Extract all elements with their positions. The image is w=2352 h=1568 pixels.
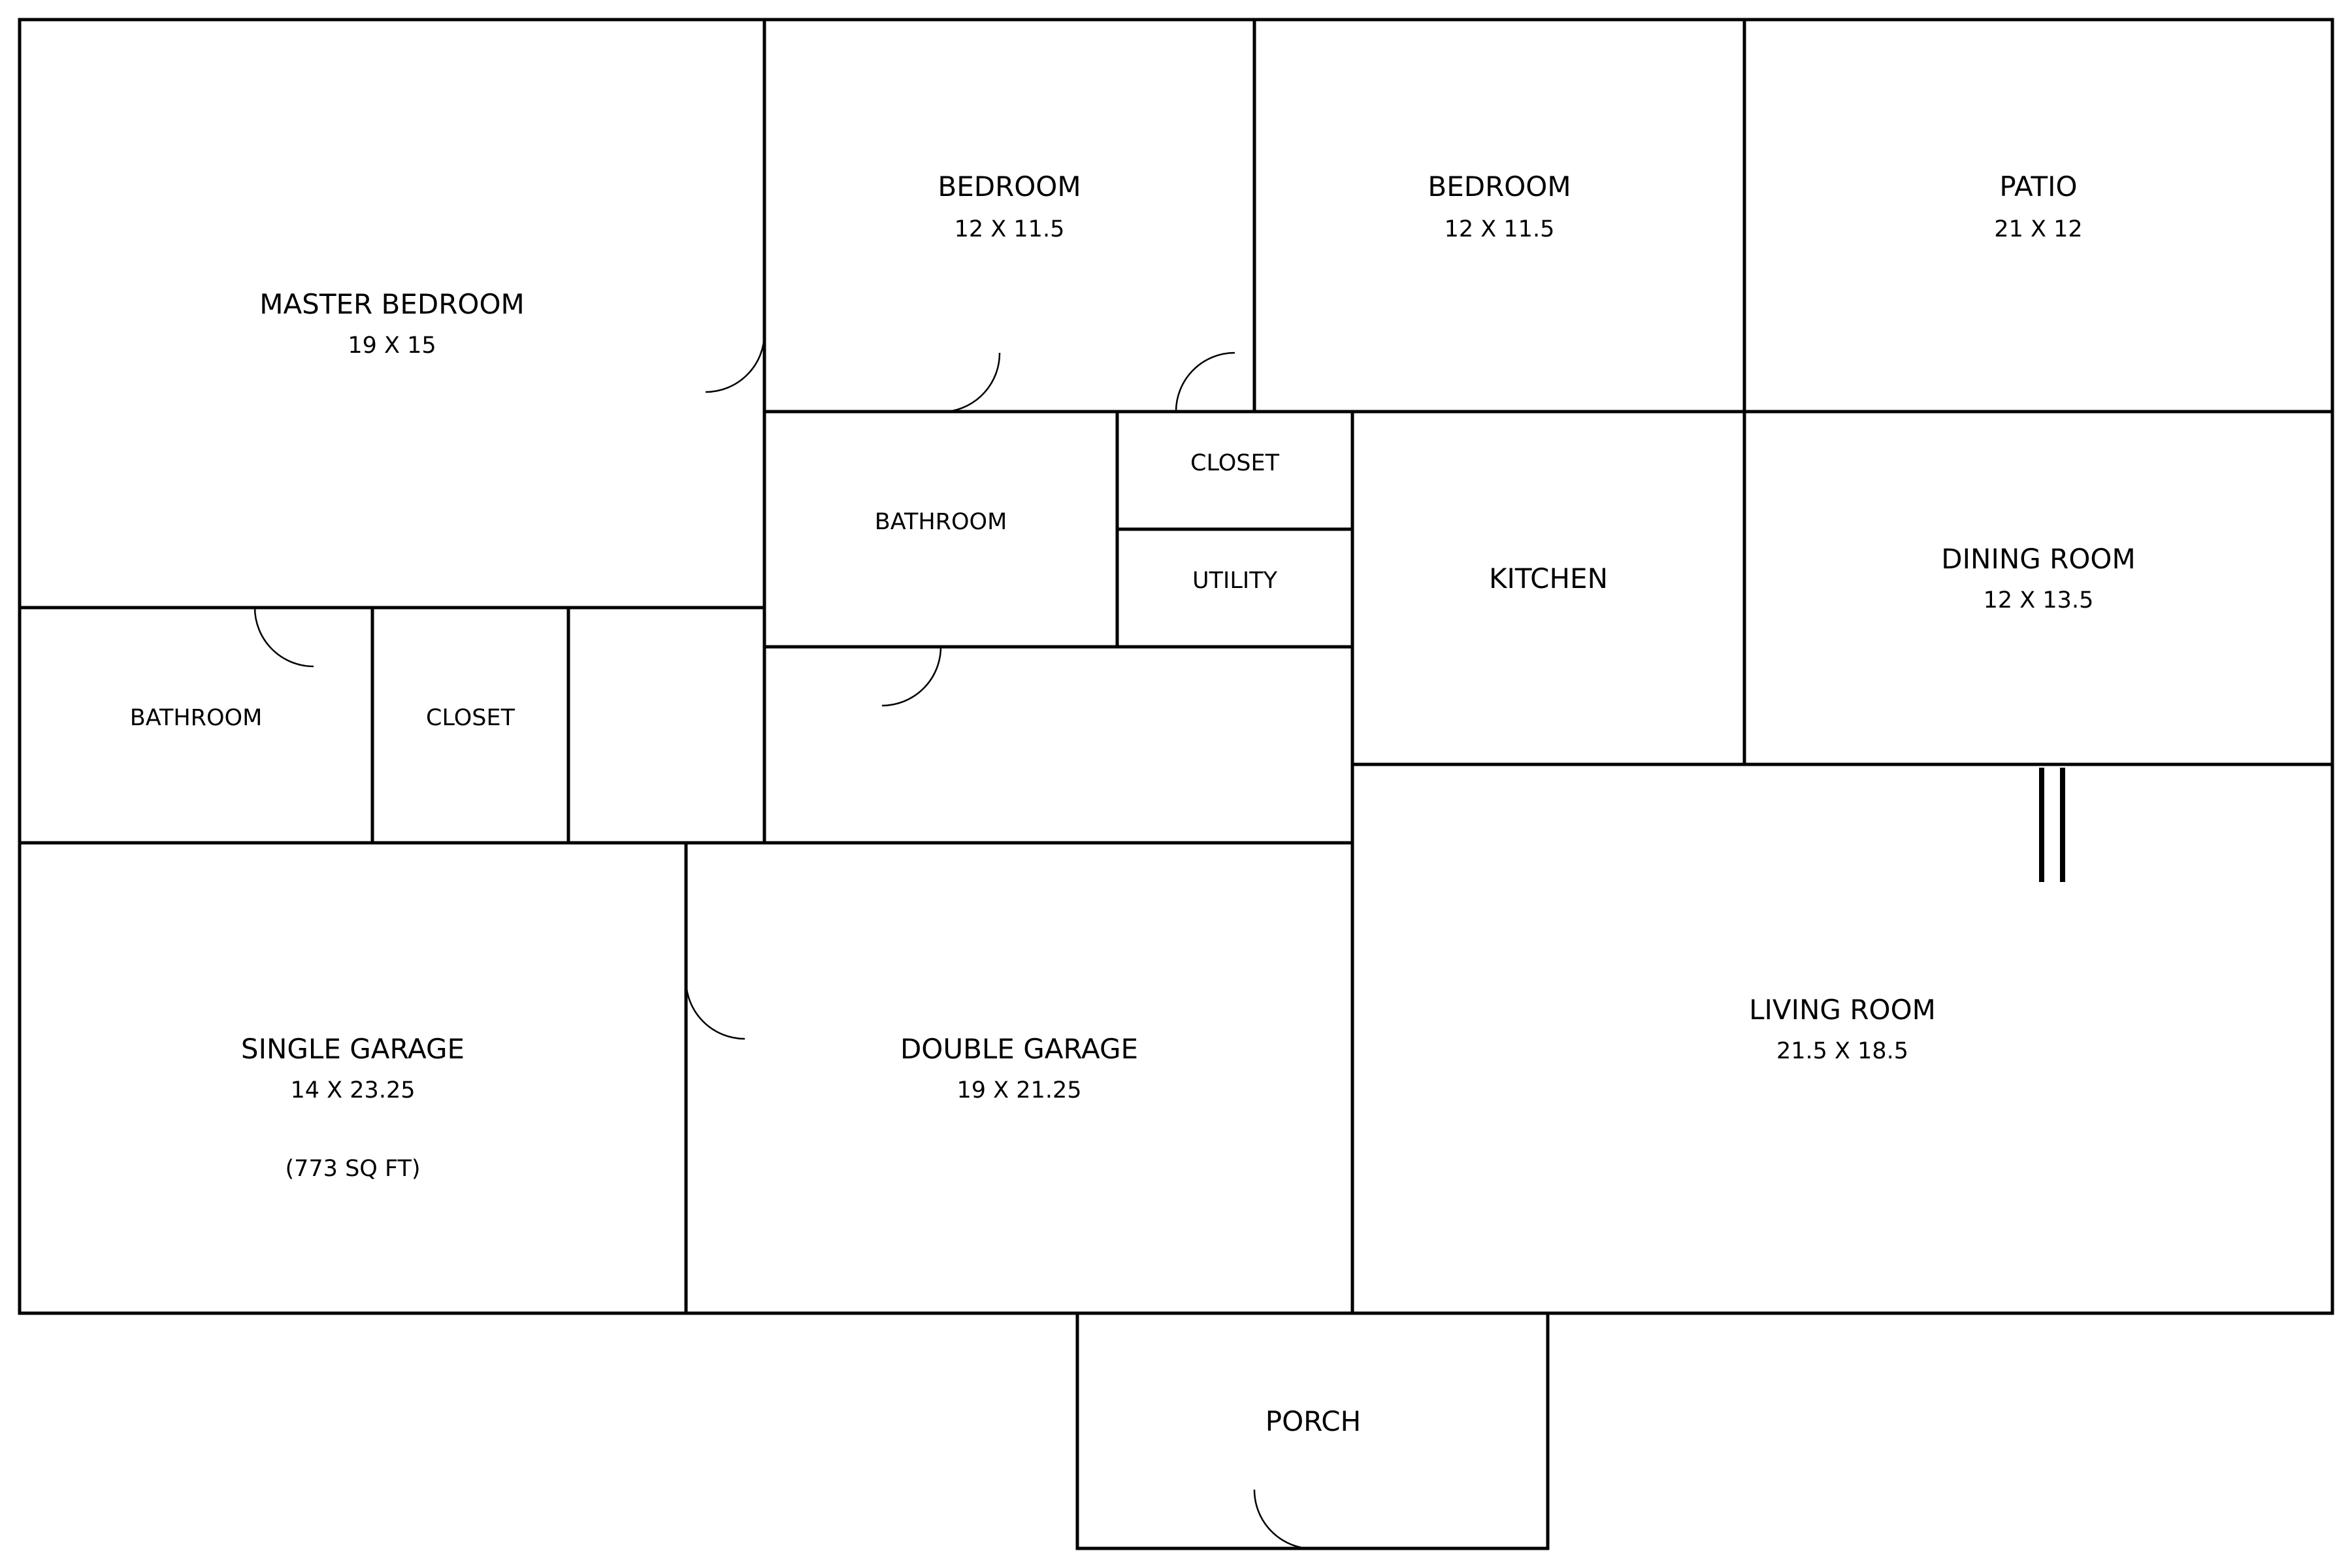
room-porch-name: PORCH [1266,1405,1361,1437]
room-hall-closet-name: CLOSET [1190,450,1280,476]
room-master-bedroom-name: MASTER BEDROOM [259,288,525,320]
room-double-garage-dim: 19 X 21.25 [957,1077,1082,1103]
room-single-garage-area: (773 SQ FT) [285,1156,420,1182]
porch-wall [1075,1311,1550,1550]
interior-walls [20,20,2332,1313]
door-double-garage [685,979,745,1040]
room-single-garage-dim: 14 X 23.25 [291,1077,416,1103]
room-living-room-dim: 21.5 X 18.5 [1776,1038,1908,1064]
door-porch [1253,1489,1307,1550]
room-utility-name: UTILITY [1192,568,1278,594]
door-master-bathroom [253,607,314,668]
room-dining-room-dim: 12 X 13.5 [1984,587,2094,613]
room-living-room-name: LIVING ROOM [1749,994,1936,1026]
door-master-bedroom [705,333,766,393]
room-bedroom-1-dim: 12 X 11.5 [955,216,1065,242]
room-bedroom-2-name: BEDROOM [1428,171,1571,203]
room-master-bedroom-dim: 19 X 15 [348,333,436,359]
outer-wall [18,18,2334,1315]
room-kitchen-name: KITCHEN [1489,563,1608,595]
door-swings [253,333,1307,1550]
room-hall-bathroom-name: BATHROOM [875,509,1007,535]
room-dining-room-name: DINING ROOM [1941,543,2135,575]
door-bedroom-1 [947,352,1001,413]
door-hall-bathroom [881,646,942,707]
room-double-garage-name: DOUBLE GARAGE [900,1033,1138,1065]
room-patio-dim: 21 X 12 [1994,216,2082,242]
door-bedroom-2 [1175,351,1235,412]
room-patio-name: PATIO [1999,171,2077,203]
room-bedroom-2-dim: 12 X 11.5 [1445,216,1555,242]
room-single-garage-name: SINGLE GARAGE [241,1033,465,1065]
room-master-closet-name: CLOSET [426,705,515,731]
room-bedroom-1-name: BEDROOM [938,171,1081,203]
room-master-bathroom-name: BATHROOM [130,705,263,731]
